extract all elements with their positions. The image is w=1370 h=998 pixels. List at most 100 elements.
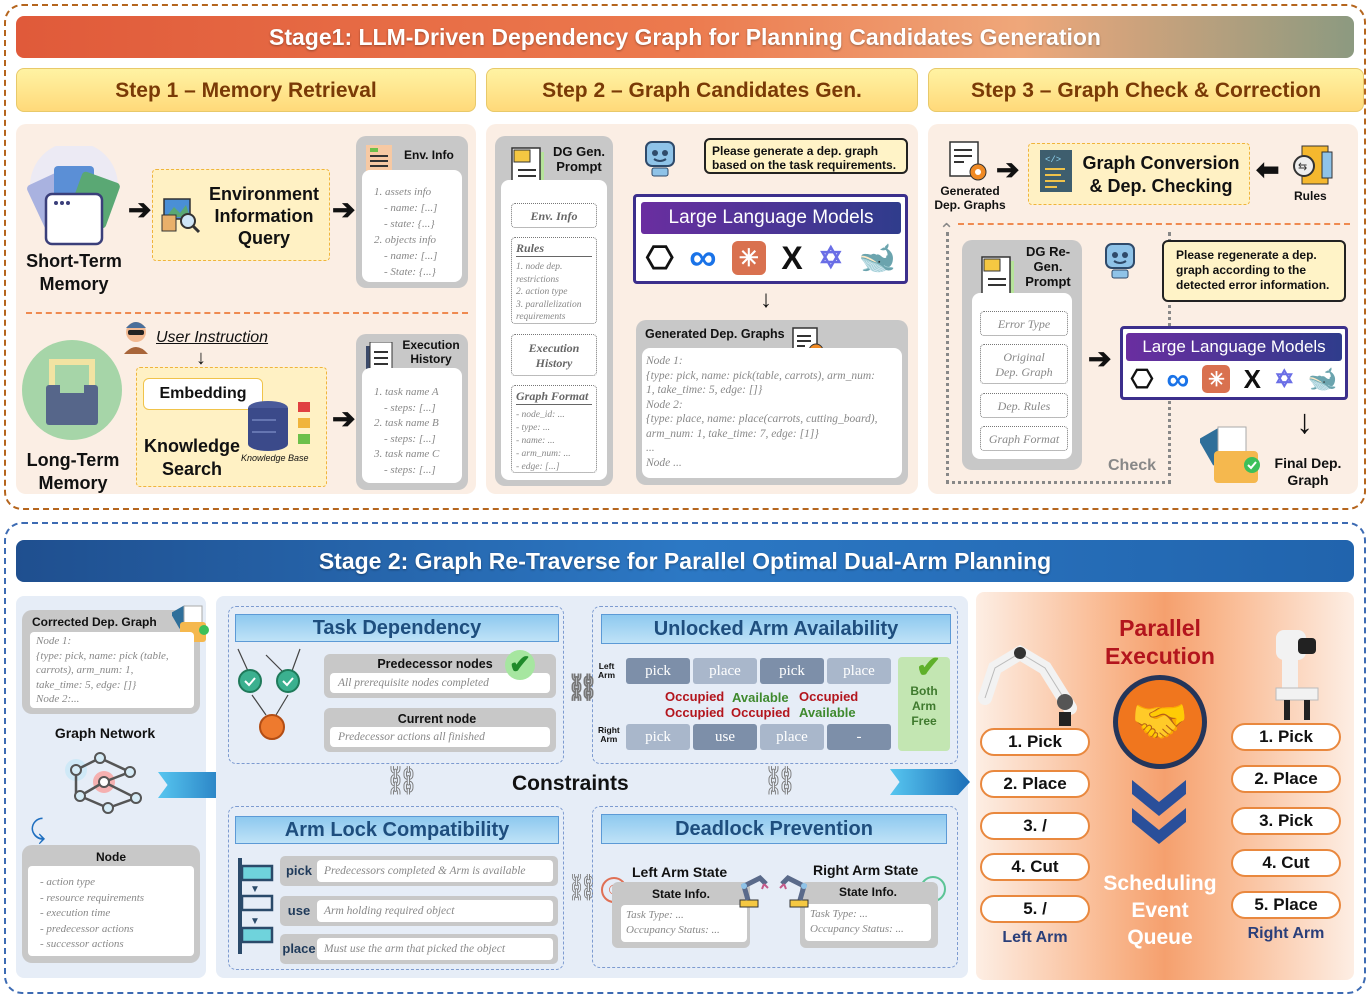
user-instruction-label: User Instruction xyxy=(156,329,269,346)
generated-line: Node 1: xyxy=(646,355,683,367)
left-task-pill: 3. / xyxy=(980,812,1090,840)
robot-arm-icon xyxy=(778,872,812,908)
arm-lock-action: pick xyxy=(285,863,312,878)
graph-conversion-label: Graph Conversion & Dep. Checking xyxy=(1076,152,1246,198)
meta-logo-icon: ∞ xyxy=(1166,360,1190,397)
left-step-chip: place xyxy=(693,658,757,684)
speech-line1: Please regenerate a dep. xyxy=(1176,248,1317,262)
generated-line: 1, take_time: 5, edge: []} xyxy=(646,384,763,396)
exec-line: - steps: [...] xyxy=(384,401,436,414)
right-task-type: Task Type: ... xyxy=(810,908,868,920)
node-line: - predecessor actions xyxy=(40,922,134,935)
status-occupied: Occupied xyxy=(799,689,859,704)
regen-l1: DG Re- xyxy=(1025,244,1071,259)
generated-line: {type: place, name: place(carrots, cutti… xyxy=(646,413,878,425)
xai-logo-icon: X xyxy=(1243,363,1262,394)
generated-dep-graphs-label: Generated Dep. Graphs xyxy=(930,184,1010,212)
dependency-nodes-icon xyxy=(232,645,312,745)
status-occupied: Occupied xyxy=(731,705,791,720)
chain-link-icon: ⛓ xyxy=(566,872,600,902)
conv-l2: & Dep. Checking xyxy=(1089,176,1233,196)
prompt-document-icon xyxy=(980,255,1016,299)
predecessor-nodes-title: Predecessor nodes xyxy=(377,657,493,671)
rules-line: restrictions xyxy=(516,274,559,285)
node-line: - action type xyxy=(40,876,95,888)
svg-text:</>: </> xyxy=(1045,155,1061,165)
orig-l2: Dep. Graph xyxy=(995,365,1053,379)
robot-arm-icon xyxy=(736,872,770,908)
node-content: - action type - resource requirements - … xyxy=(28,866,194,956)
dg-gen-prompt-title: DG Gen. Prompt xyxy=(550,144,608,174)
left-task-pill: 5. / xyxy=(980,895,1090,923)
arrow-up-icon: ⌃ xyxy=(939,220,955,240)
gen-l1: Generated xyxy=(940,184,1000,198)
status-occupied: Occupied xyxy=(665,689,725,704)
arm-lock-text: Predecessors completed & Arm is availabl… xyxy=(317,860,553,882)
arm-lock-action: use xyxy=(287,903,311,918)
arrow-right-icon: ➔ xyxy=(1088,343,1112,374)
chain-link-icon: ⛓ xyxy=(566,672,600,702)
right-task-pill: 4. Cut xyxy=(1231,849,1341,877)
step1-header: Step 1 – Memory Retrieval xyxy=(16,68,476,112)
left-step-chip: pick xyxy=(626,658,690,684)
claude-logo-icon: ✳ xyxy=(1202,365,1231,393)
corrected-line: {type: pick, name: pick (table, xyxy=(36,649,169,662)
right-step-chip: use xyxy=(693,724,757,750)
right-task-pill: 2. Place xyxy=(1231,765,1341,793)
arm-availability-box xyxy=(592,606,958,764)
document-gear-icon xyxy=(948,140,988,182)
step2-header: Step 2 – Graph Candidates Gen. xyxy=(486,68,918,112)
arrow-down-icon: ↓ xyxy=(1296,403,1313,441)
xai-logo-icon: X xyxy=(781,239,803,276)
graph-network-icon xyxy=(60,748,156,816)
divider xyxy=(26,312,468,314)
arm-lock-text: Must use the arm that picked the object xyxy=(317,938,553,960)
corrected-graph-title: Corrected Dep. Graph xyxy=(32,615,157,629)
node-line: - execution time xyxy=(40,907,111,919)
right-occupancy: Occupancy Status: ... xyxy=(810,923,904,935)
parallel-l1: Parallel xyxy=(1119,615,1201,641)
execution-history-content: 1. task name A - steps: [...] 2. task na… xyxy=(362,368,462,483)
corrected-line: carrots), arm_num: 1, xyxy=(36,664,134,676)
speech-line2: graph according to the xyxy=(1176,263,1307,277)
openai-logo-icon: ⎔ xyxy=(1130,363,1154,394)
corrected-line: take_time: 5, edge: []} xyxy=(36,678,137,691)
speech-line3: detected error information. xyxy=(1176,278,1330,292)
orig-l1: Original xyxy=(1003,350,1045,364)
both-l2: Arm xyxy=(911,699,936,713)
image-search-icon xyxy=(160,193,202,235)
generated-graphs-content: Node 1: {type: pick, name: pick(table, c… xyxy=(642,348,902,478)
graph-format-line: - name: ... xyxy=(516,436,555,446)
knowledge-search-label: Knowledge Search xyxy=(140,435,244,481)
exec-line: - steps: [...] xyxy=(384,463,436,476)
parallel-l2: Execution xyxy=(1105,643,1215,669)
stage2-container xyxy=(4,522,1366,994)
exec-line: 1. task name A xyxy=(374,386,439,398)
dg-regen-prompt-title: DG Re- Gen. Prompt xyxy=(1020,244,1076,289)
short-term-memory-label: Short-Term Memory xyxy=(20,250,128,296)
regen-original-graph: Original Dep. Graph xyxy=(980,344,1068,384)
left-robot-arm-image xyxy=(975,628,1095,728)
right-task-pill: 3. Pick xyxy=(1231,807,1341,835)
exec-line: 2. task name B xyxy=(374,417,439,429)
right-arm-state-title: Right Arm State xyxy=(813,862,919,878)
corrected-graph-content: Node 1: {type: pick, name: pick (table, … xyxy=(30,632,194,708)
deadlock-title: Deadlock Prevention xyxy=(601,814,947,844)
arrow-right-icon: ➔ xyxy=(332,194,356,225)
graph-format-line: - node_id: ... xyxy=(516,410,565,420)
exec-line: - steps: [...] xyxy=(384,432,436,445)
arm-lock-text: Arm holding required object xyxy=(317,900,553,922)
stage1-container xyxy=(4,4,1366,510)
constraints-label: Constraints xyxy=(512,772,629,795)
right-step-chip: - xyxy=(827,724,891,750)
rules-line: 1. node dep. xyxy=(516,262,563,272)
chevron-arrow-icon xyxy=(890,769,970,795)
generated-line: Node ... xyxy=(646,456,682,469)
final-dep-graph-label: Final Dep. Graph xyxy=(1270,455,1346,489)
regen-l3: Prompt xyxy=(1025,274,1071,289)
graph-format-line: - edge: [...] xyxy=(516,462,560,472)
short-term-line1: Short-Term xyxy=(26,251,122,271)
speech-bubble-generate: Please generate a dep. graph based on th… xyxy=(704,138,908,174)
env-info-line: - state: {...} xyxy=(384,218,435,230)
svg-text:▼: ▼ xyxy=(250,884,260,895)
